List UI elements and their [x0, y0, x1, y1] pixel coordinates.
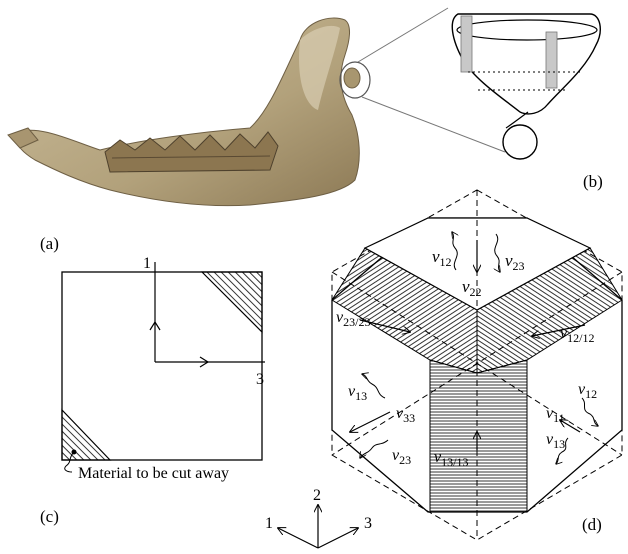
- triad-label-1: 1: [265, 515, 273, 532]
- panel-label-d: (d): [582, 515, 602, 534]
- panel-d: v12 v23 v22 v23/23 v12/12 v13/13 v13 v33…: [332, 190, 622, 540]
- panel-c: 1 3 Material to be cut away: [62, 255, 265, 482]
- condyle-schematic: [452, 14, 600, 159]
- face-bottom: [430, 360, 527, 512]
- triad-label-2: 2: [313, 487, 321, 504]
- panel-label-b: (b): [583, 172, 603, 191]
- label-v23-left: v23: [392, 447, 411, 467]
- label-v13-right: v13: [546, 431, 565, 451]
- cut-note: Material to be cut away: [78, 465, 229, 482]
- triad-axis-3: [318, 528, 358, 548]
- jawbone-image: [8, 18, 360, 206]
- arrow-v12-right: [582, 398, 598, 426]
- arrow-v23-left: [360, 440, 388, 458]
- triad-axis-1: [278, 528, 318, 548]
- axis-triad: 2 1 3: [265, 487, 372, 548]
- axis-1-label: 1: [143, 255, 151, 272]
- label-v11: v11: [546, 405, 565, 425]
- label-v12-right: v12: [578, 381, 597, 401]
- axis-3-label: 3: [256, 371, 264, 388]
- panel-label-c: (c): [40, 507, 59, 526]
- panel-label-a: (a): [40, 234, 59, 253]
- label-v13-left: v13: [348, 383, 367, 403]
- triad-label-3: 3: [364, 515, 372, 532]
